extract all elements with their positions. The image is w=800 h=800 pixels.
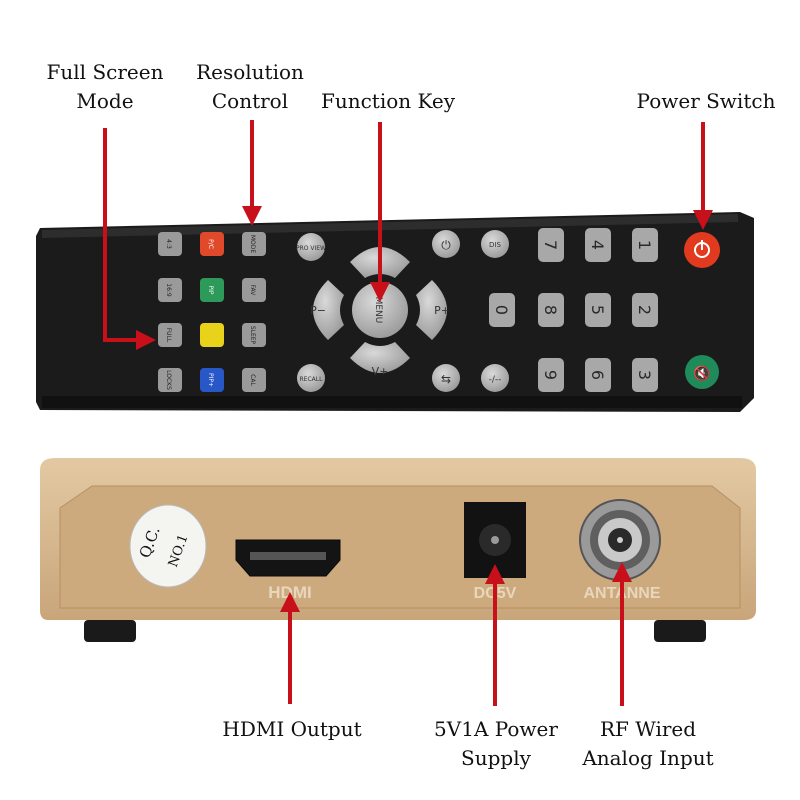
menu-button[interactable]	[352, 282, 408, 338]
digit-key-label: 4	[588, 240, 607, 250]
remote-left-keys: 4:3 P/C MODE 16:9 PIP FAV FULL SLEEP LOCKS PIP+ CA…	[158, 232, 266, 392]
antenna-connector[interactable]	[579, 499, 661, 581]
swap-button[interactable]: ⇆	[432, 364, 460, 392]
dash-button[interactable]: -/--	[481, 364, 509, 392]
remote-key[interactable]: FAV	[242, 278, 266, 302]
callout-function-key-text: Function Key	[320, 89, 456, 113]
digit-key-label: 2	[635, 305, 654, 315]
svg-text:⏻: ⏻	[441, 238, 451, 252]
remote-key-label: PIP+	[207, 373, 214, 387]
remote-key-label: 16:9	[165, 283, 172, 297]
digit-key[interactable]: 3	[632, 358, 658, 392]
remote-key[interactable]	[200, 323, 224, 347]
callout-hdmi-output: HDMI Output	[212, 715, 372, 744]
digit-key-label: 0	[492, 305, 511, 315]
digit-key[interactable]: 0	[489, 293, 515, 327]
svg-text:-/--: -/--	[489, 375, 502, 385]
remote-key[interactable]: 16:9	[158, 278, 182, 302]
callout-full-screen-line1: Full Screen	[46, 60, 164, 84]
remote-key-label: FULL	[165, 328, 172, 343]
callout-hdmi-output-text: HDMI Output	[222, 717, 362, 741]
remote-key-label: MODE	[249, 235, 256, 254]
foot-right	[654, 620, 706, 642]
remote-key[interactable]: P/C	[200, 232, 224, 256]
digit-key[interactable]: 4	[585, 228, 611, 262]
callout-rf-input-line1: RF Wired	[599, 717, 697, 741]
callout-power-supply-line2: Supply	[461, 746, 531, 770]
dis-button[interactable]: DIS	[481, 230, 509, 258]
callout-power-switch: Power Switch	[628, 87, 784, 116]
svg-text:PRO VIEW: PRO VIEW	[296, 245, 326, 252]
remote-key-label: P/C	[207, 239, 214, 249]
power-key[interactable]	[684, 232, 720, 268]
digit-key-label: 1	[635, 240, 654, 250]
remote-key[interactable]: PIP+	[200, 368, 224, 392]
remote-key-label: CAL	[249, 374, 256, 386]
remote-key-label: SLEEP	[249, 326, 256, 345]
remote-key[interactable]: PIP	[200, 278, 224, 302]
nav-cluster: MENU P− P+ V+	[310, 247, 450, 378]
nav-right-button[interactable]	[416, 280, 447, 340]
remote-key-label: FAV	[249, 285, 256, 297]
remote-digit-keys: 7 4 1 8 5 2 9 6 3 0	[489, 228, 658, 392]
digit-key-label: 3	[635, 370, 654, 380]
digit-key[interactable]: 8	[538, 293, 564, 327]
svg-text:⇆: ⇆	[441, 372, 451, 386]
remote-key-label: 4:3	[165, 239, 172, 249]
callout-rf-input-line2: Analog Input	[582, 746, 714, 770]
digit-key[interactable]: 2	[632, 293, 658, 327]
arrow-full-screen	[103, 128, 156, 350]
callout-power-supply: 5V1A Power Supply	[416, 715, 576, 773]
remote-key[interactable]: FULL	[158, 323, 182, 347]
digit-key[interactable]: 7	[538, 228, 564, 262]
remote-key-label: PIP	[207, 285, 214, 294]
digit-key[interactable]: 9	[538, 358, 564, 392]
menu-label: MENU	[373, 297, 383, 324]
callout-resolution-line2: Control	[211, 89, 289, 113]
digit-key-label: 7	[541, 240, 560, 250]
callout-resolution-line1: Resolution	[196, 60, 304, 84]
v-plus-label: V+	[372, 365, 389, 378]
p-minus-label: P−	[310, 304, 326, 317]
digit-key[interactable]: 5	[585, 293, 611, 327]
foot-left	[84, 620, 136, 642]
digit-key-label: 5	[588, 305, 607, 315]
nav-left-button[interactable]	[313, 280, 344, 340]
callout-full-screen-line2: Mode	[76, 89, 134, 113]
pro-view-button[interactable]: PRO VIEW	[296, 233, 326, 261]
svg-text:🔇: 🔇	[693, 365, 710, 382]
digit-key[interactable]: 6	[585, 358, 611, 392]
standby-button[interactable]: ⏻	[432, 230, 460, 258]
digit-key-label: 8	[541, 305, 560, 315]
p-plus-label: P+	[434, 304, 450, 317]
remote-key-label: LOCKS	[165, 370, 172, 390]
remote-key[interactable]: MODE	[242, 232, 266, 256]
dc-power-jack[interactable]	[464, 502, 526, 578]
qc-sticker: Q.C. NO.1	[129, 504, 207, 588]
recall-button[interactable]: RECALL	[297, 364, 325, 392]
digit-key-label: 6	[588, 370, 607, 380]
digit-key[interactable]: 1	[632, 228, 658, 262]
mute-key[interactable]: 🔇	[685, 355, 719, 389]
nav-down-button[interactable]	[350, 342, 410, 373]
remote-key[interactable]: CAL	[242, 368, 266, 392]
callout-full-screen-mode: Full Screen Mode	[40, 58, 170, 116]
remote-key[interactable]: SLEEP	[242, 323, 266, 347]
digit-key-label: 9	[541, 370, 560, 380]
svg-text:RECALL: RECALL	[300, 376, 324, 383]
callout-rf-input: RF Wired Analog Input	[568, 715, 728, 773]
svg-text:DIS: DIS	[489, 241, 501, 249]
callout-function-key: Function Key	[310, 87, 466, 116]
callout-power-switch-text: Power Switch	[636, 89, 776, 113]
converter-box	[40, 458, 756, 642]
callout-power-supply-line1: 5V1A Power	[434, 717, 558, 741]
callout-arrows	[103, 120, 713, 706]
callout-resolution-control: Resolution Control	[188, 58, 312, 116]
remote-key[interactable]: 4:3	[158, 232, 182, 256]
remote-key[interactable]: LOCKS	[158, 368, 182, 392]
hdmi-port[interactable]	[235, 539, 341, 577]
